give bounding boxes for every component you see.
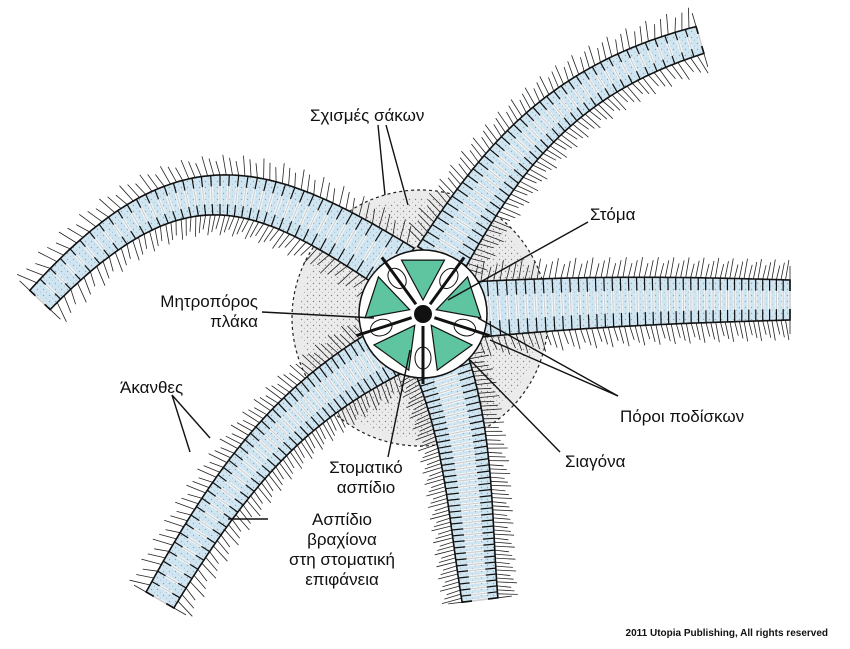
label-oral-shield-line2: ασπίδιο	[336, 478, 396, 497]
label-spines: Άκανθες	[120, 378, 184, 397]
arm-spines	[474, 257, 791, 357]
leader-lines	[171, 124, 619, 520]
oral-region	[355, 249, 491, 384]
arm-spines	[398, 351, 518, 605]
arm-top-right	[408, 7, 709, 275]
jaw-teeth	[355, 316, 413, 338]
label-arm-shield-line1: Ασπίδιο	[311, 510, 373, 529]
jaw-teeth	[433, 316, 491, 338]
label-madreporite: Μητροπόρος πλάκα	[140, 292, 258, 332]
mouth-center	[414, 305, 432, 323]
label-mouth: Στόμα	[590, 205, 636, 224]
jaw-plate	[430, 324, 474, 372]
label-oral-shield: Στοματικό ασπίδιο	[310, 458, 422, 498]
arm-bottom	[398, 349, 518, 605]
label-podia-pores: Πόροι ποδίσκων	[620, 407, 745, 426]
jaw-plate	[372, 324, 416, 372]
jaw-teeth	[380, 256, 418, 306]
arms	[16, 7, 792, 617]
arm-spines	[408, 7, 709, 274]
jaw-teeth	[428, 256, 466, 306]
jaw-plate	[400, 259, 446, 302]
label-madreporite-line1: Μητροπόρος	[160, 292, 258, 311]
label-jaw: Σιαγόνα	[565, 452, 626, 471]
label-arm-shield-line2: βραχίονα	[307, 530, 377, 549]
arm-right	[467, 257, 792, 357]
label-arm-shield-line4: επιφάνεια	[305, 570, 379, 589]
label-arm-shield: Ασπίδιο βραχίονα στη στοματική επιφάνεια	[272, 510, 412, 590]
arm-spines	[16, 154, 412, 322]
copyright-notice: 2011 Utopia Publishing, All rights reser…	[625, 628, 828, 639]
label-madreporite-line2: πλάκα	[210, 312, 258, 331]
arm-bottom-left	[129, 316, 404, 617]
jaw-plate	[364, 275, 411, 319]
label-oral-shield-line1: Στοματικό	[329, 458, 403, 477]
label-arm-shield-line3: στη στοματική	[289, 550, 395, 569]
arm-top-left	[16, 154, 416, 322]
label-gill-slits: Σχισμές σάκων	[310, 106, 425, 125]
